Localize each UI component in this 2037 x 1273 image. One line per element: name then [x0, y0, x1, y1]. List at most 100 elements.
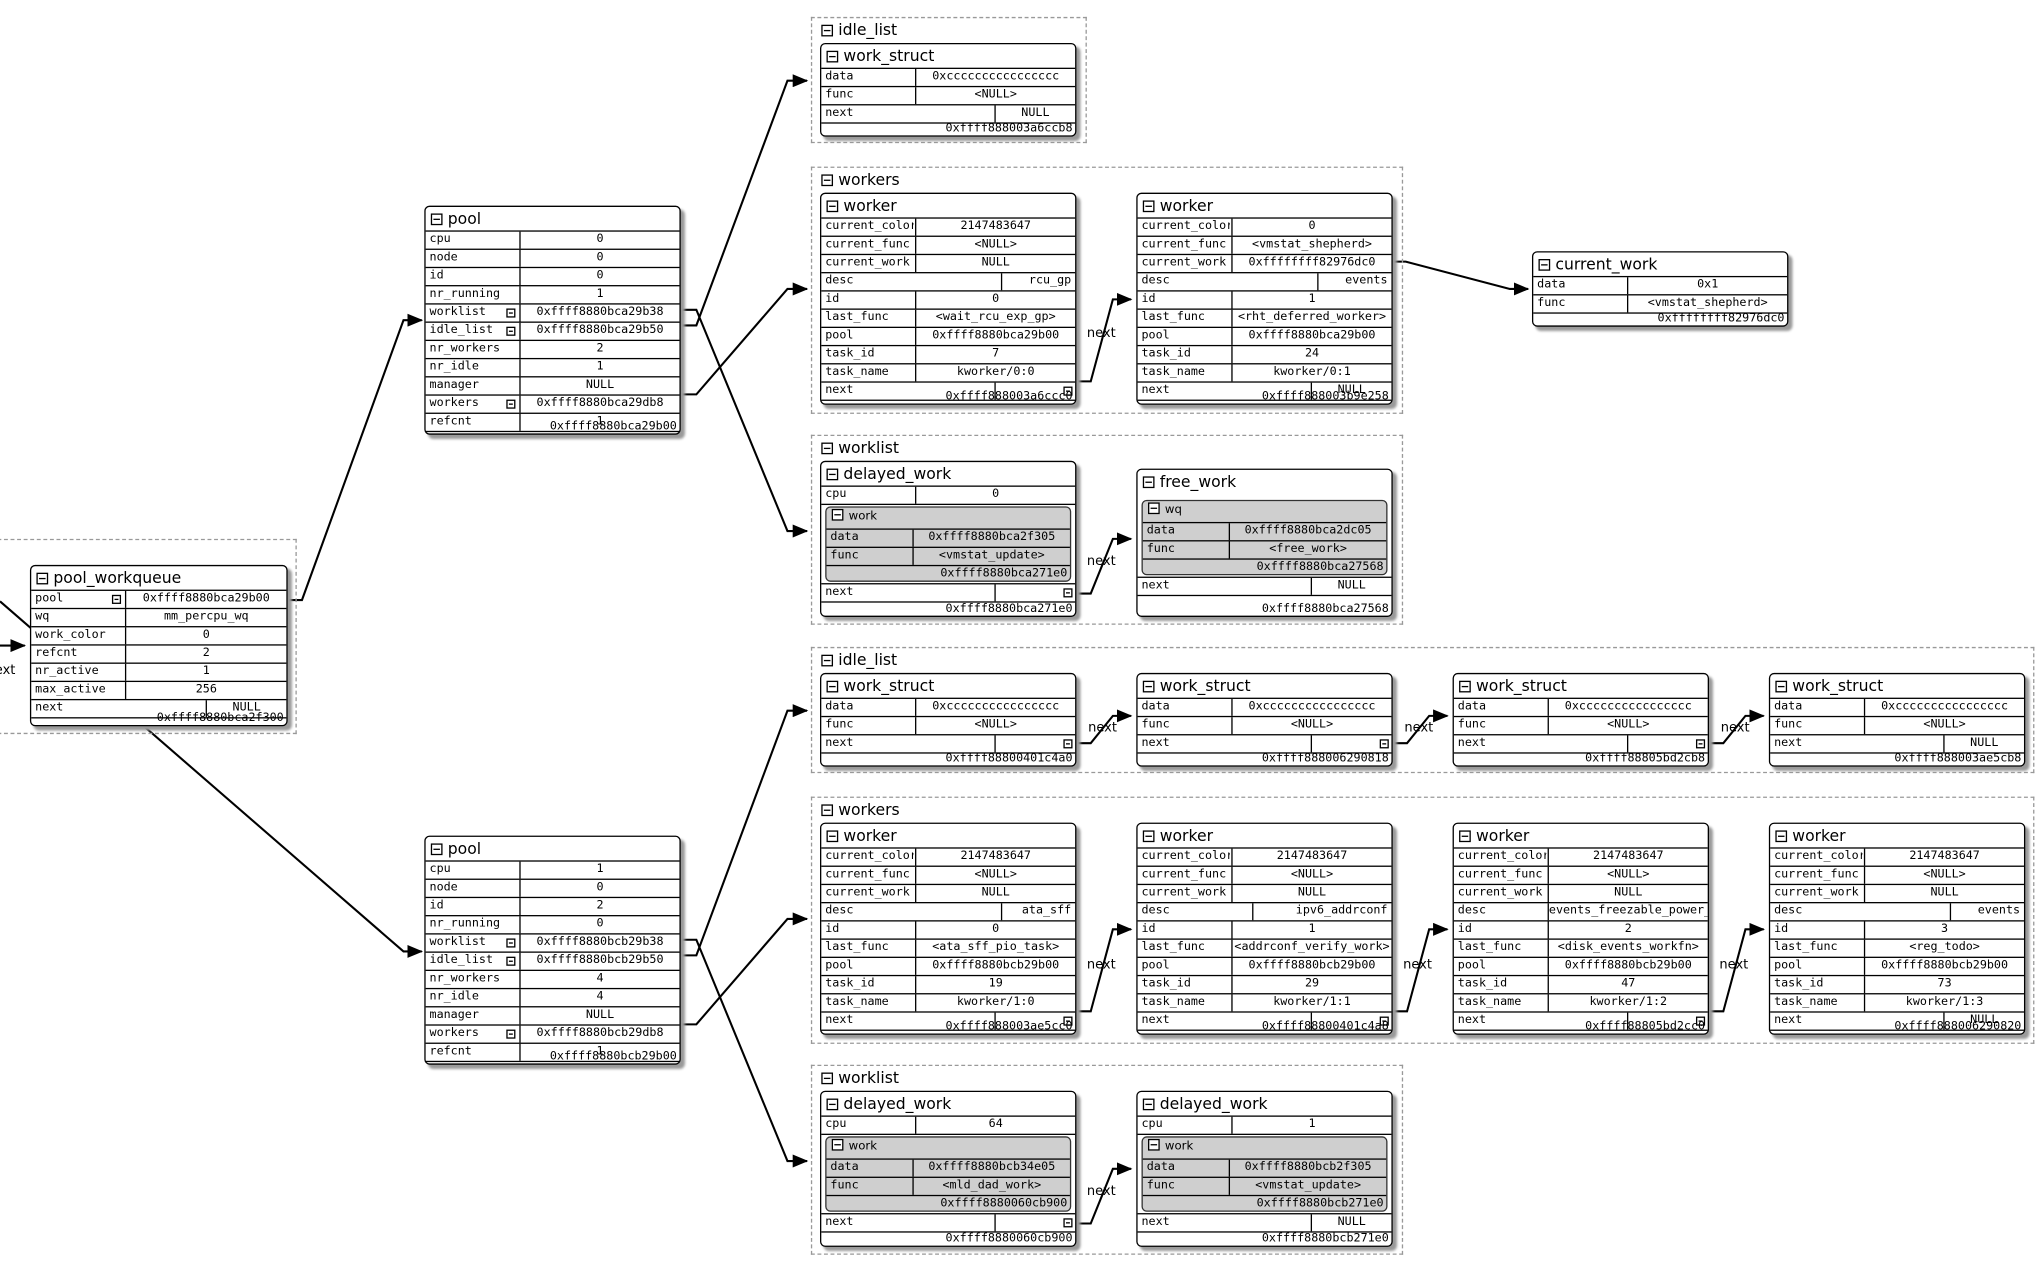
- collapse-toggle-icon[interactable]: [831, 508, 844, 521]
- collapse-toggle-icon[interactable]: [36, 572, 49, 585]
- collapse-toggle-icon[interactable]: [1142, 830, 1155, 843]
- collapse-toggle-icon[interactable]: [1142, 1098, 1155, 1111]
- next-pointer-icon[interactable]: [1695, 1016, 1706, 1026]
- collapse-toggle-icon[interactable]: [826, 468, 839, 481]
- collapse-toggle-icon[interactable]: [826, 1098, 839, 1111]
- collapse-toggle-icon[interactable]: [821, 24, 834, 37]
- field-value: <NULL>: [1547, 866, 1708, 884]
- collapse-toggle-icon[interactable]: [1148, 502, 1160, 515]
- collapse-toggle-icon[interactable]: [1142, 200, 1155, 213]
- pointer-toggle-icon[interactable]: [506, 1029, 516, 1039]
- field-value: NULL: [915, 255, 1075, 273]
- field-row-last-func: last_func<ata_sff_pio_task>: [821, 939, 1076, 958]
- embedded-name: work: [848, 1140, 877, 1154]
- struct-address: 0xffff8880bcb271e0: [1261, 1232, 1389, 1246]
- next-pointer-icon[interactable]: [1379, 1016, 1389, 1026]
- field-label: id: [1457, 922, 1472, 936]
- field-value: <NULL>: [915, 87, 1075, 105]
- field-label: data: [1537, 278, 1566, 292]
- field-label: pool: [1141, 329, 1170, 343]
- field-value: rcu_gp: [1000, 273, 1075, 291]
- field-label: data: [830, 1161, 859, 1175]
- next-pointer-icon[interactable]: [1063, 588, 1073, 598]
- field-label: workers: [429, 1026, 479, 1040]
- field-value: 2: [519, 898, 679, 916]
- next-pointer-icon[interactable]: [1063, 386, 1073, 396]
- field-value: 3: [1863, 921, 2024, 939]
- collapse-toggle-icon[interactable]: [821, 654, 834, 667]
- collapse-toggle-icon[interactable]: [821, 442, 834, 455]
- collapse-toggle-icon[interactable]: [1775, 830, 1788, 843]
- pointer-toggle-icon[interactable]: [506, 308, 516, 318]
- collapse-toggle-icon[interactable]: [826, 830, 839, 843]
- field-label: task_id: [1774, 977, 1824, 991]
- field-value: 0xffff8880bca2f305: [912, 529, 1069, 547]
- next-pointer-icon[interactable]: [1063, 739, 1073, 749]
- field-value: 0xffff8880bcb29b00: [1231, 957, 1391, 975]
- collapse-toggle-icon[interactable]: [821, 804, 834, 817]
- collapse-toggle-icon[interactable]: [1775, 680, 1788, 693]
- next-pointer-icon[interactable]: [1063, 1218, 1073, 1228]
- field-value: [994, 382, 1075, 400]
- field-label: current_func: [1141, 868, 1227, 882]
- collapse-toggle-icon[interactable]: [1148, 1138, 1160, 1151]
- collapse-toggle-icon[interactable]: [1459, 680, 1471, 693]
- collapse-toggle-icon[interactable]: [430, 213, 443, 226]
- collapse-toggle-icon[interactable]: [1459, 830, 1471, 843]
- field-value: 0xffff8880bca29b00: [124, 590, 286, 608]
- collapse-toggle-icon[interactable]: [821, 174, 834, 187]
- collapse-toggle-icon[interactable]: [826, 680, 839, 693]
- struct-address: 0xffff888003b9e258: [1261, 390, 1389, 404]
- pointer-toggle-icon[interactable]: [111, 594, 122, 604]
- next-pointer-icon[interactable]: [1695, 739, 1706, 749]
- field-value: <vmstat_update>: [1228, 1177, 1386, 1195]
- field-label: current_func: [1457, 868, 1543, 882]
- pointer-toggle-icon[interactable]: [506, 956, 516, 966]
- group-workers-b: workers: [810, 796, 2035, 1044]
- collapse-toggle-icon[interactable]: [1142, 476, 1155, 489]
- pointer-toggle-icon[interactable]: [506, 326, 516, 336]
- collapse-toggle-icon[interactable]: [826, 200, 839, 213]
- group-title: workers: [838, 170, 900, 189]
- collapse-toggle-icon[interactable]: [430, 843, 443, 856]
- field-label: last_func: [825, 941, 889, 955]
- collapse-toggle-icon[interactable]: [831, 1138, 844, 1151]
- field-value: <NULL>: [1231, 717, 1391, 735]
- collapse-toggle-icon[interactable]: [821, 1072, 834, 1085]
- collapse-toggle-icon[interactable]: [826, 50, 839, 63]
- struct-name: worker: [843, 826, 897, 845]
- box-title: work_struct: [1142, 677, 1251, 695]
- field-value: 0xcccccccccccccccc: [1231, 698, 1391, 716]
- collapse-toggle-icon[interactable]: [1142, 680, 1155, 693]
- field-row-last-func: last_func<wait_rcu_exp_gp>: [821, 309, 1076, 329]
- next-pointer-icon[interactable]: [1063, 1016, 1073, 1026]
- pointer-toggle-icon[interactable]: [506, 938, 516, 948]
- next-pointer-icon[interactable]: [1379, 739, 1389, 749]
- collapse-toggle-icon[interactable]: [1538, 259, 1551, 271]
- field-row-current-func: current_func<NULL>: [1137, 866, 1392, 886]
- pointer-toggle-icon[interactable]: [506, 399, 516, 409]
